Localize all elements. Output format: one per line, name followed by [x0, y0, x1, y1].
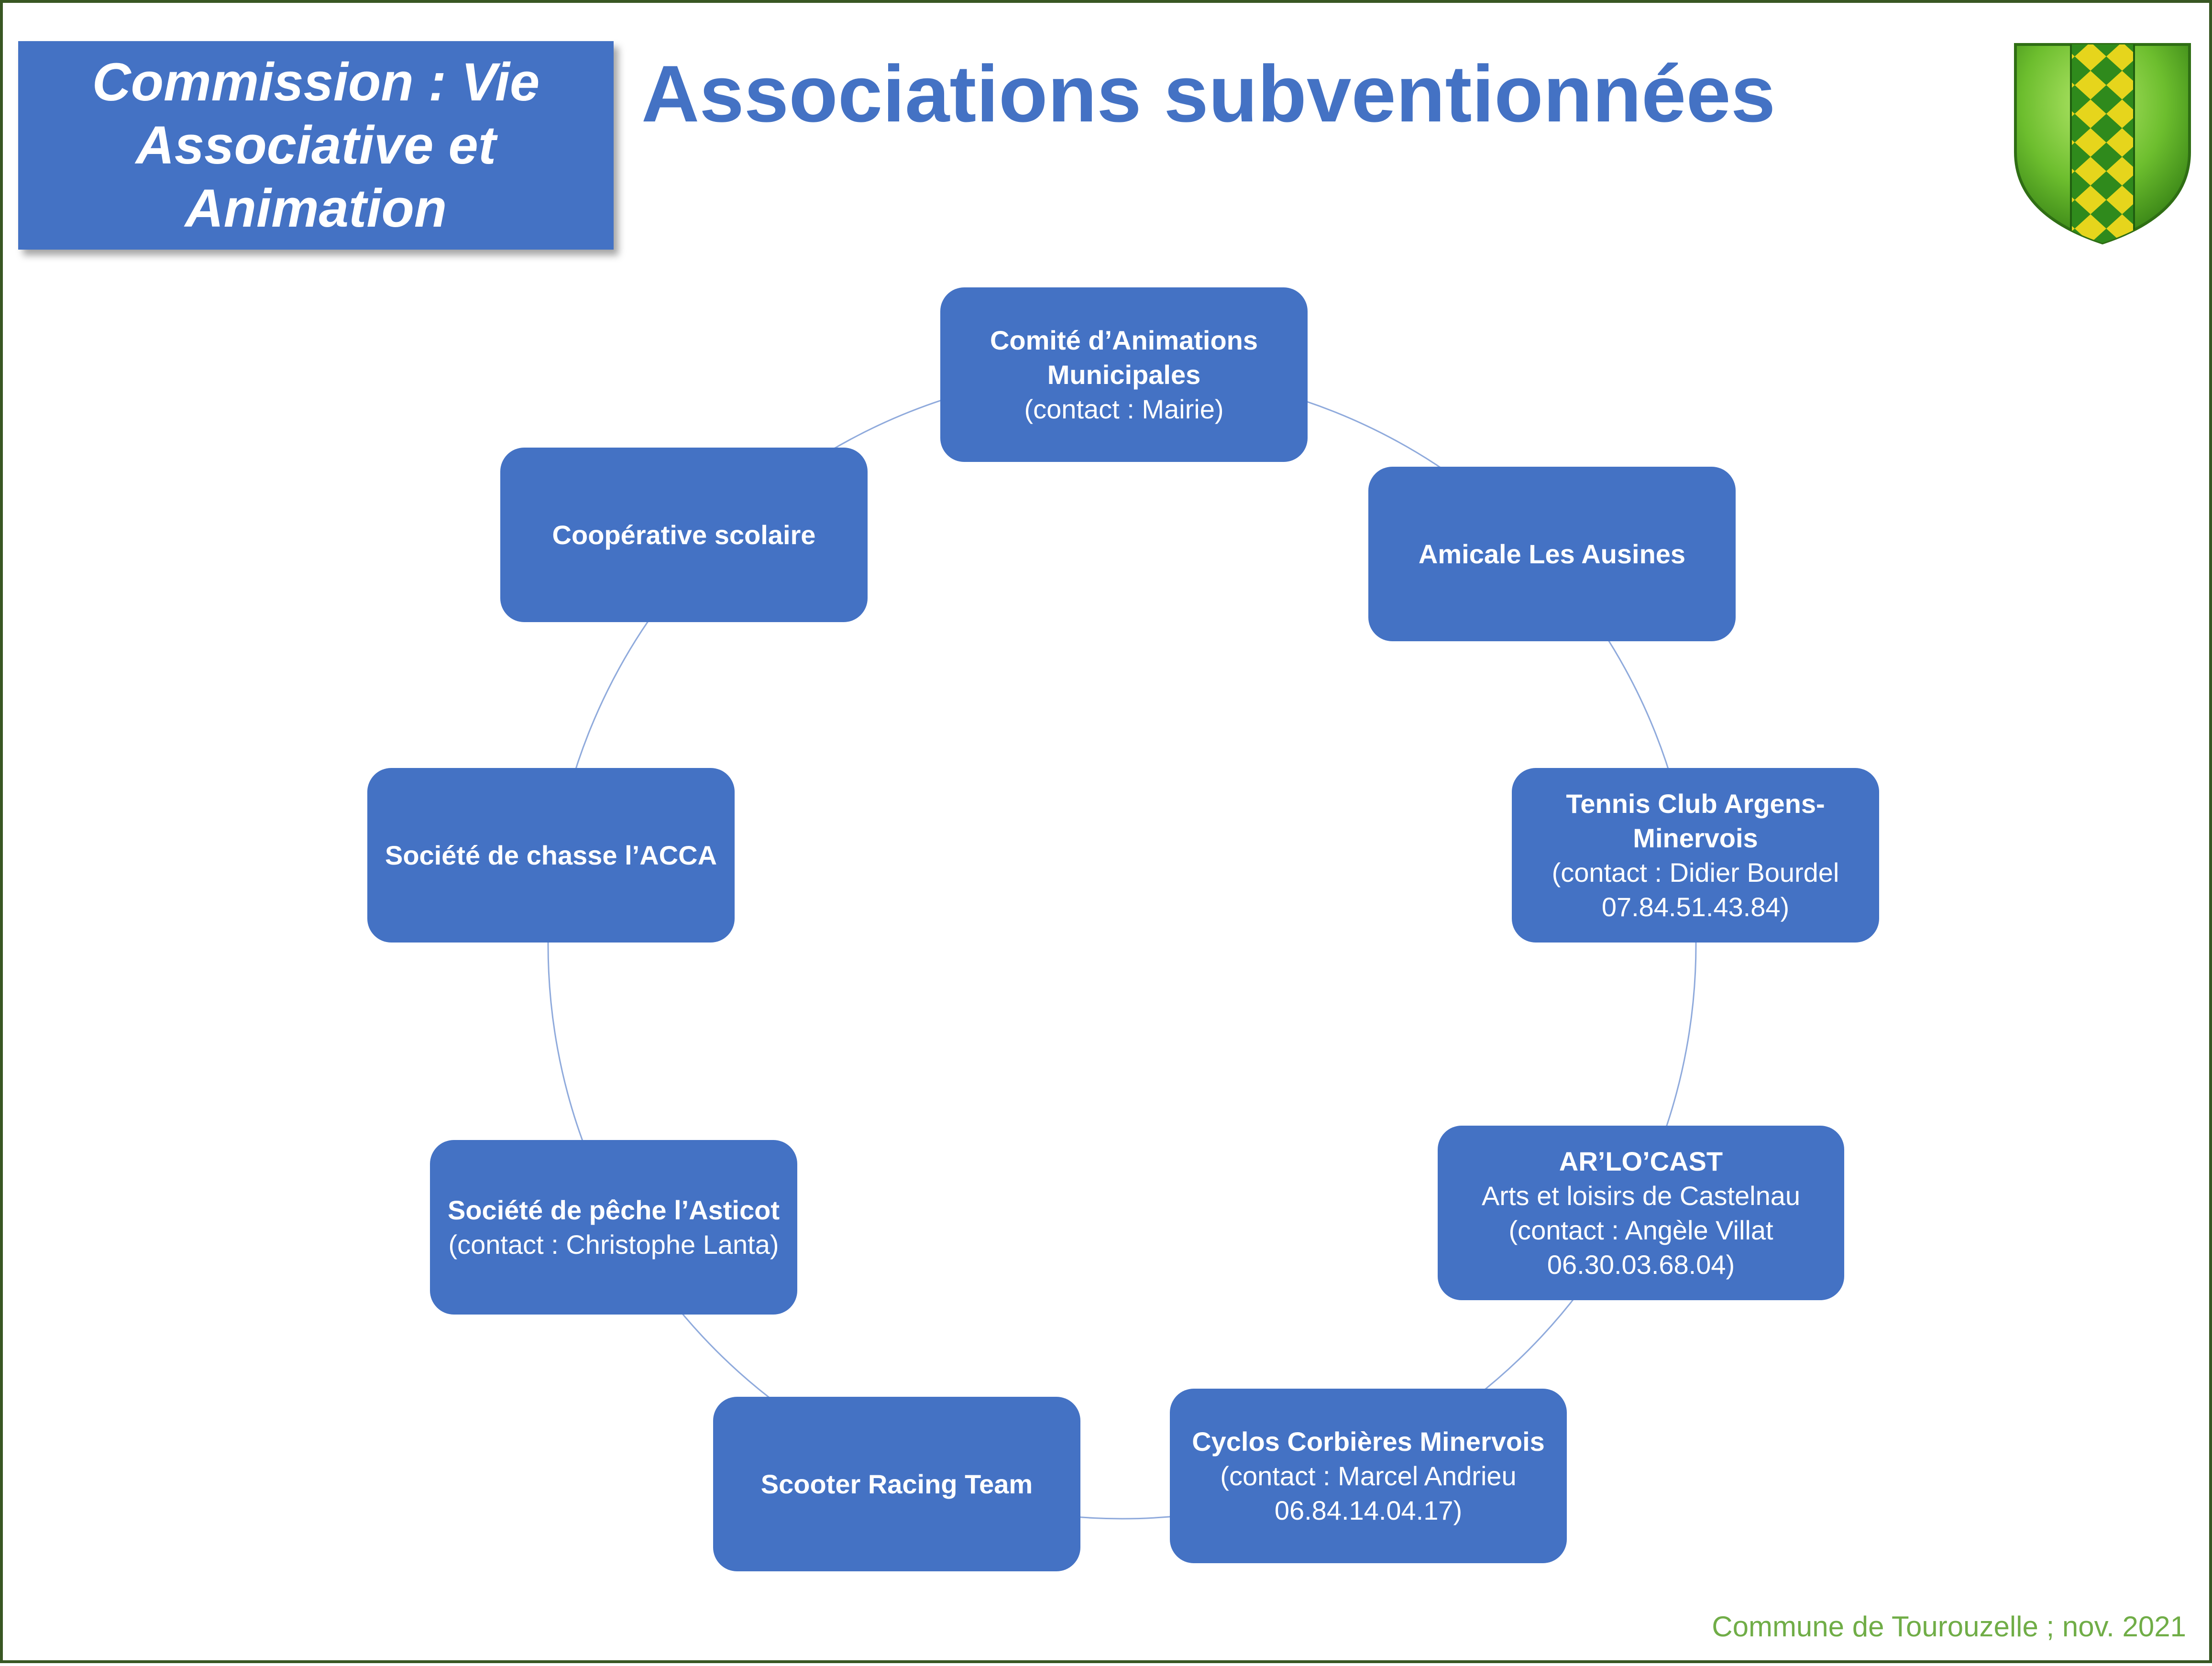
node-scooter: Scooter Racing Team	[713, 1397, 1080, 1571]
page-title: Associations subventionnées	[641, 49, 1776, 139]
node-peche: Société de pêche l’Asticot (contact : Chr…	[430, 1140, 797, 1315]
node-subtitle: (contact : Christophe Lanta)	[448, 1229, 779, 1260]
node-tennis: Tennis Club Argens-Minervois(contact : D…	[1512, 768, 1879, 943]
cycle-connectors	[547, 370, 1697, 1520]
node-cooperative: Coopérative scolaire	[500, 448, 868, 622]
node-title: Société de pêche l’Asticot	[448, 1195, 780, 1225]
node-title: AR’LO’CAST	[1559, 1146, 1723, 1176]
node-subtitle: (contact : Marcel Andrieu 06.84.14.04.17…	[1220, 1460, 1517, 1525]
coat-of-arms-icon	[2014, 43, 2191, 245]
node-subtitle: (contact : Didier Bourdel 07.84.51.43.84…	[1552, 857, 1839, 922]
node-subtitle: Arts et loisirs de Castelnau (contact : …	[1481, 1180, 1801, 1280]
node-title: Amicale Les Ausines	[1418, 538, 1686, 569]
node-title: Tennis Club Argens-Minervois	[1566, 788, 1825, 853]
node-title: Comité d’Animations Municipales	[990, 325, 1258, 390]
node-amicale: Amicale Les Ausines	[1368, 467, 1736, 641]
commission-box: Commission : Vie Associative et Animatio…	[18, 41, 614, 250]
commission-label: Commission : Vie Associative et Animatio…	[92, 52, 540, 238]
node-title: Coopérative scolaire	[552, 519, 816, 550]
node-cyclos: Cyclos Corbières Minervois(contact : Mar…	[1170, 1389, 1567, 1563]
footer-credit: Commune de Tourouzelle ; nov. 2021	[1712, 1611, 2186, 1643]
node-subtitle: (contact : Mairie)	[1024, 394, 1224, 424]
node-arlocast: AR’LO’CAST Arts et loisirs de Castelnau (…	[1438, 1126, 1844, 1300]
node-comite: Comité d’Animations Municipales (contact …	[940, 287, 1308, 462]
node-chasse: Société de chasse l’ACCA	[367, 768, 735, 943]
node-title: Cyclos Corbières Minervois	[1192, 1426, 1545, 1457]
node-title: Scooter Racing Team	[760, 1469, 1033, 1499]
node-title: Société de chasse l’ACCA	[385, 840, 717, 870]
